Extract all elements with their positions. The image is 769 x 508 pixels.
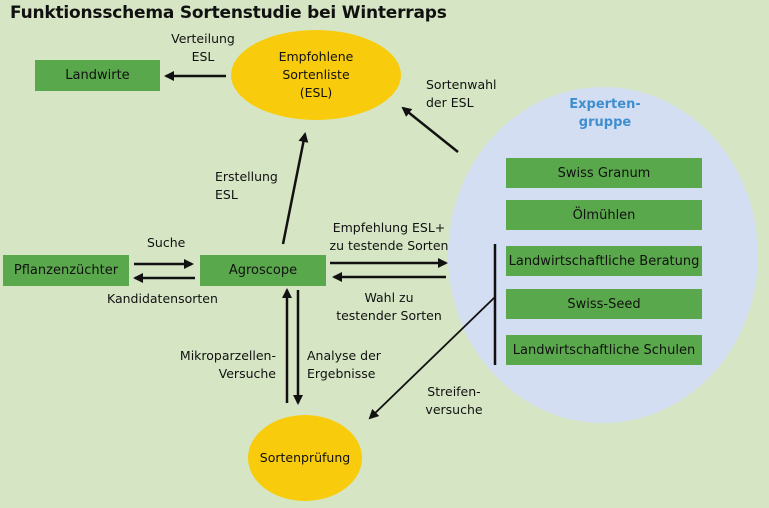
label-verteilung-line1: Verteilung (171, 31, 235, 46)
sortenpruefung-ellipse (248, 415, 362, 501)
label-mikroparzellen-line2: Versuche (218, 366, 276, 381)
label-wahl: Wahl zu testender Sorten (330, 289, 448, 325)
esl-label-line3: (ESL) (299, 85, 333, 100)
label-empfehlung: Empfehlung ESL+ zu testende Sorten (326, 219, 452, 255)
pflanzenzuechter-box: Pflanzenzüchter (3, 255, 129, 286)
arrow-erstellung (281, 132, 309, 245)
label-streifen-line1: Streifen- (427, 384, 481, 399)
sortenpruefung-label: Sortenprüfung (259, 450, 351, 465)
label-verteilung: Verteilung ESL (160, 30, 246, 66)
expert-member-swiss-granum: Swiss Granum (506, 158, 702, 188)
label-erstellung-line1: Erstellung (215, 169, 278, 184)
label-verteilung-line2: ESL (191, 49, 215, 64)
landwirte-box: Landwirte (35, 60, 160, 91)
label-wahl-line1: Wahl zu (364, 290, 414, 305)
expert-member-landw-beratung: Landwirtschaftliche Beratung (506, 246, 702, 276)
label-empfehlung-line2: zu testende Sorten (329, 238, 449, 253)
label-streifen-line2: versuche (425, 402, 483, 417)
label-analyse-line2: Ergebnisse (307, 366, 376, 381)
label-streifenversuche: Streifen- versuche (412, 383, 496, 419)
arrow-streifenversuche (368, 296, 496, 420)
label-sortenwahl-line2: der ESL (426, 95, 474, 110)
label-analyse-line1: Analyse der (307, 348, 381, 363)
label-suche: Suche (147, 235, 186, 250)
label-sortenwahl: Sortenwahl der ESL (426, 76, 497, 112)
esl-label-line1: Empfohlene (278, 49, 354, 64)
label-wahl-line2: testender Sorten (336, 308, 442, 323)
agroscope-box: Agroscope (200, 255, 326, 286)
expert-title-line2: gruppe (578, 115, 632, 130)
expert-member-oelmuehlen: Ölmühlen (506, 200, 702, 230)
label-mikroparzellen: Mikroparzellen- Versuche (160, 347, 276, 383)
label-kandidatensorten: Kandidatensorten (107, 291, 218, 306)
label-analyse: Analyse der Ergebnisse (307, 347, 381, 383)
expert-member-swiss-seed: Swiss-Seed (506, 289, 702, 319)
expert-group-title: Experten- gruppe (555, 96, 655, 132)
esl-label: Empfohlene Sortenliste (ESL) (236, 38, 396, 112)
esl-ellipse (231, 30, 401, 120)
label-sortenwahl-line1: Sortenwahl (426, 77, 497, 92)
label-erstellung-line2: ESL (215, 187, 238, 202)
expert-title-line1: Experten- (569, 97, 641, 112)
diagram-title: Funktionsschema Sortenstudie bei Winterr… (10, 3, 447, 23)
expert-member-landw-schulen: Landwirtschaftliche Schulen (506, 335, 702, 365)
esl-label-line2: Sortenliste (282, 67, 350, 82)
arrow-sortenwahl (401, 106, 459, 153)
label-empfehlung-line1: Empfehlung ESL+ (332, 220, 446, 235)
label-erstellung: Erstellung ESL (215, 168, 278, 204)
label-mikroparzellen-line1: Mikroparzellen- (179, 348, 276, 363)
